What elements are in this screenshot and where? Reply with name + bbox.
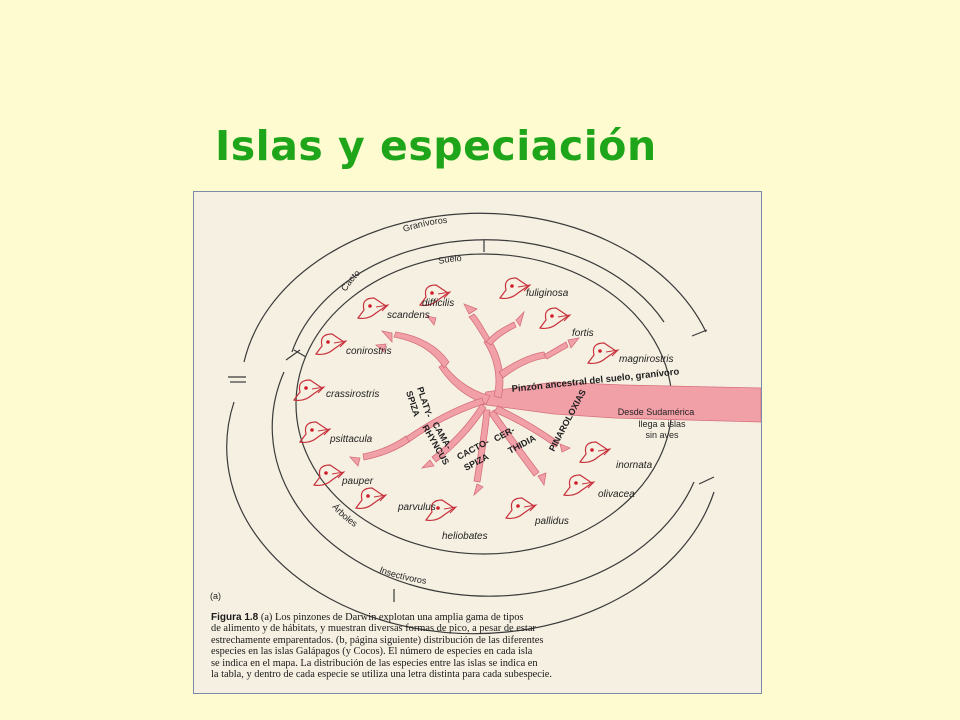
origin-label-line: sin aves (645, 430, 679, 440)
species-label: crassirostris (326, 389, 379, 400)
species-label: fuliginosa (526, 288, 569, 299)
phylogenetic-tree (362, 313, 761, 483)
ring-dividers (228, 240, 715, 602)
species-label: difficilis (422, 298, 454, 309)
species-label: pallidus (534, 516, 569, 527)
darwin-finches-figure: Granívoros Cacto Suelo Árboles Insectívo… (193, 191, 762, 694)
caption-line: la tabla, y dentro de cada especie se ut… (211, 669, 552, 681)
species-label: scandens (387, 310, 430, 321)
species-label: fortis (572, 328, 594, 339)
species-label: inornata (616, 460, 653, 471)
origin-label-line: Desde Sudamérica (618, 407, 695, 417)
caption-line: Figura 1.8 (a) Los pinzones de Darwin ex… (211, 612, 751, 623)
ring-label-suelo: Suelo (437, 253, 462, 266)
ring-label-arboles: Árboles (330, 502, 359, 529)
origin-label: Desde Sudamérica llega a islas sin aves (618, 407, 695, 440)
ring-label-cacto: Cacto (339, 268, 362, 293)
species-label: conirostris (346, 346, 392, 357)
figure-caption: Figura 1.8 (a) Los pinzones de Darwin ex… (211, 612, 751, 680)
caption-line: especies en las islas Galápagos (y Cocos… (211, 646, 533, 658)
outer-ring-granivoros (226, 212, 715, 635)
finch-radiation-diagram: Granívoros Cacto Suelo Árboles Insectívo… (226, 212, 761, 635)
caption-text: (a) Los pinzones de Darwin explotan una … (260, 612, 524, 623)
species-labels: difficilis fuliginosa scandens fortis co… (326, 288, 673, 542)
middle-ring-cacto (271, 239, 695, 597)
caption-line: de alimento y de hábitats, y muestran di… (211, 623, 536, 635)
species-label: parvulus (397, 502, 436, 513)
branch-arrowheads (349, 303, 580, 497)
panel-letter: (a) (210, 591, 221, 601)
origin-label-line: llega a islas (638, 419, 686, 429)
species-label: magnirostris (619, 354, 673, 365)
species-label: olivacea (598, 489, 635, 500)
species-label: pauper (341, 476, 374, 487)
slide-title: Islas y especiación (215, 122, 657, 170)
caption-label: Figura 1.8 (211, 612, 259, 623)
caption-line: estrechamente emparentados. (b, página s… (211, 634, 544, 646)
species-label: psittacula (329, 434, 373, 445)
caption-line: se indica en el mapa. La distribución de… (211, 657, 538, 669)
species-label: heliobates (442, 531, 488, 542)
